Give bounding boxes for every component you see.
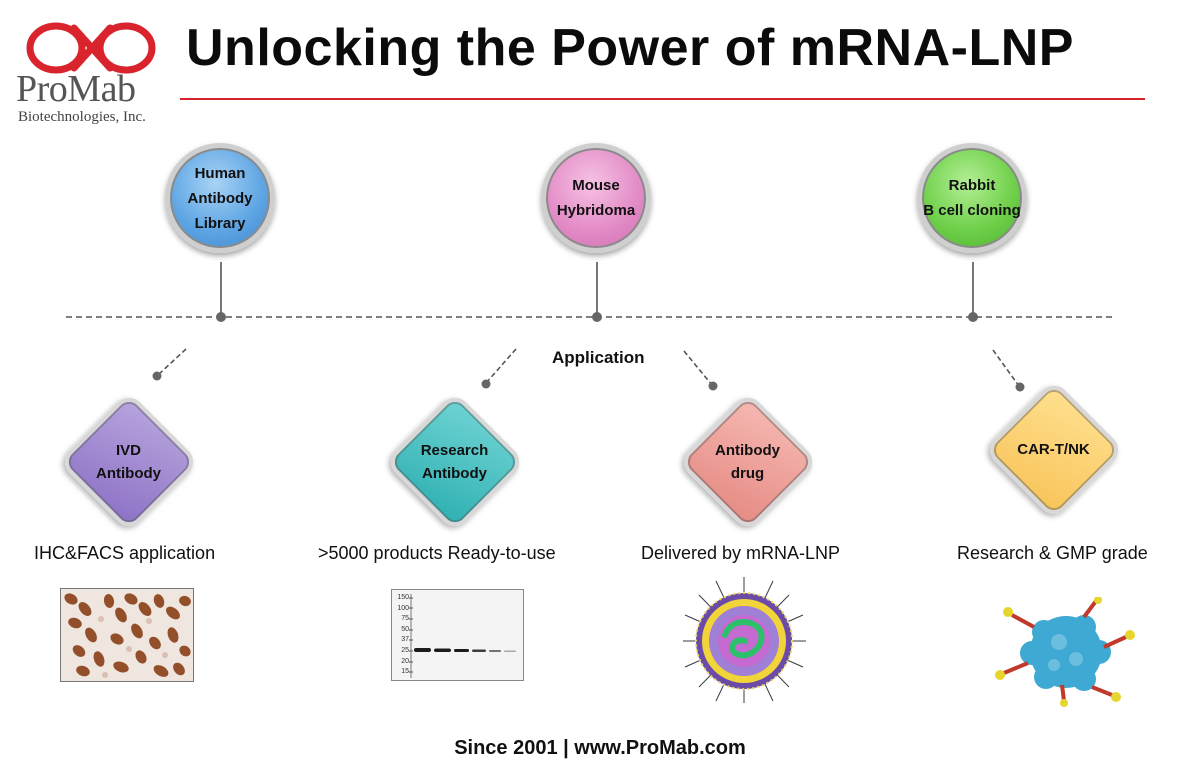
logo-mark-icon [26, 22, 156, 74]
application-label-antibody-drug: Antibody drug [715, 441, 780, 482]
pointer-dot-2 [481, 379, 491, 389]
blot-marker: 25 [401, 646, 409, 654]
ihc-micrograph-image [60, 588, 194, 682]
blot-marker: 75 [401, 615, 409, 623]
application-label-car-t: CAR-T/NK [1017, 441, 1090, 458]
application-description-ivd: IHC&FACS application [34, 543, 216, 563]
source-circle-mouse-hybridoma: Mouse Hybridoma [541, 143, 651, 253]
page-title: Unlocking the Power of mRNA-LNP [186, 19, 1074, 77]
source-circle-human-antibody-library: Human Antibody Library [165, 143, 275, 253]
footer-text: Since 2001 | www.ProMab.com [454, 737, 746, 759]
application-description-antibody-drug: Delivered by mRNA-LNP [641, 543, 841, 563]
pointer-dot-4 [1015, 382, 1025, 392]
pointer-line-1 [157, 348, 187, 376]
timeline-node-3 [968, 312, 978, 322]
source-label: Rabbit B cell cloning [923, 177, 1021, 219]
source-label: Human Antibody Library [187, 164, 253, 232]
application-description-car-t: Research & GMP grade [957, 543, 1148, 563]
logo-subtitle: Biotechnologies, Inc. [18, 109, 146, 125]
application-diamond-ivd: IVD Antibody [57, 390, 200, 533]
blot-marker: 150 [397, 594, 409, 601]
application-diamond-car-t: CAR-T/NK [982, 378, 1125, 521]
timeline-node-1 [216, 312, 226, 322]
application-label-research: Research Antibody [420, 441, 489, 482]
car-t-cell-image [984, 597, 1144, 707]
blot-marker: 50 [401, 625, 409, 633]
source-circle-rabbit-b-cell: Rabbit B cell cloning [917, 143, 1027, 253]
pointer-line-2 [485, 348, 517, 384]
pointer-dot-1 [152, 371, 162, 381]
promab-logo [14, 20, 174, 130]
application-label: Application [552, 348, 645, 367]
western-blot-image: 150 100 75 50 37 25 20 15 [391, 589, 524, 681]
timeline-node-2 [592, 312, 602, 322]
blot-marker: 20 [401, 657, 409, 665]
title-divider [180, 98, 1145, 100]
application-diamond-antibody-drug: Antibody drug [676, 390, 819, 533]
application-label-ivd: IVD Antibody [96, 441, 161, 482]
mrna-lnp-particle-image [681, 575, 808, 705]
pointer-line-4 [992, 349, 1020, 387]
logo-name: ProMab [16, 68, 136, 110]
source-label: Mouse Hybridoma [556, 177, 636, 219]
pointer-line-3 [683, 350, 713, 386]
blot-marker: 15 [401, 668, 409, 676]
application-description-research: >5000 products Ready-to-use [318, 543, 556, 563]
blot-marker: 37 [401, 636, 409, 644]
blot-marker: 100 [397, 604, 409, 612]
pointer-dot-3 [708, 381, 718, 391]
blot-marker-ladder: 150 100 75 50 37 25 20 15 [393, 593, 409, 678]
application-diamond-research: Research Antibody [383, 390, 526, 533]
